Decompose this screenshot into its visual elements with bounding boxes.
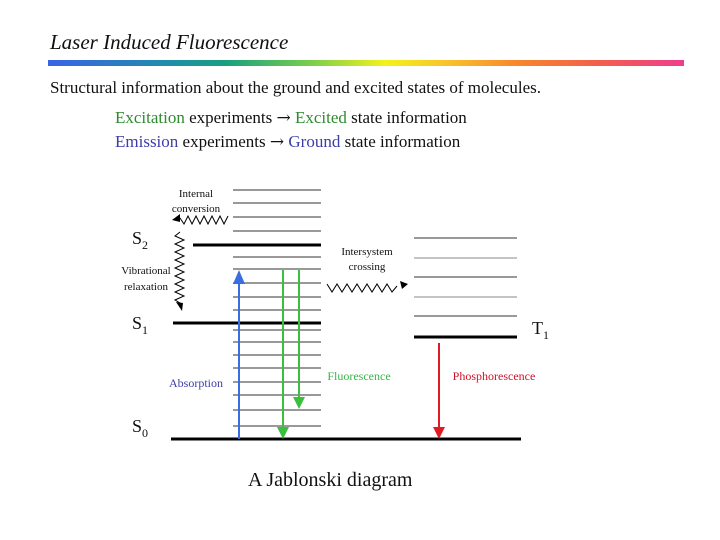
fluorescence-label: Fluorescence <box>327 369 390 383</box>
right-arrow-icon: → <box>269 132 285 152</box>
s1-upper-vibrational-levels <box>233 256 321 311</box>
internal-conversion-squiggle <box>179 214 229 226</box>
excitation-line: Excitation experiments → Excited state i… <box>115 108 467 128</box>
intersystem-crossing-squiggle <box>326 283 398 293</box>
excitation-term: Excitation <box>115 108 185 127</box>
s0-label: S0 <box>132 416 148 440</box>
excitation-target: Excited <box>294 108 347 127</box>
fluorescence-arrowhead-short-icon <box>293 397 305 409</box>
intersystem-crossing-arrowhead-icon <box>400 281 408 289</box>
diagram-caption: A Jablonski diagram <box>248 469 413 491</box>
internal-conversion-label-2: conversion <box>172 203 221 215</box>
internal-conversion-arrowhead-icon <box>172 214 180 222</box>
emission-target: Ground <box>288 132 341 151</box>
emission-line: Emission experiments → Ground state info… <box>115 132 460 152</box>
intersystem-crossing-label-2: crossing <box>349 261 386 273</box>
internal-conversion-label-1: Internal <box>179 188 213 200</box>
right-arrow-icon: → <box>276 108 291 128</box>
emission-rest: state information <box>340 132 461 151</box>
phosphorescence-label: Phosphorescence <box>453 369 536 383</box>
vibrational-relaxation-arrowhead-icon <box>176 302 183 311</box>
vibrational-relaxation-label-1: Vibrational <box>121 265 170 277</box>
slide-subtitle: Structural information about the ground … <box>50 78 541 97</box>
t1-label: T1 <box>532 318 549 342</box>
s2-label: S2 <box>132 228 148 252</box>
absorption-arrowhead-icon <box>233 270 245 284</box>
t1-vibrational-levels <box>414 237 517 317</box>
excitation-rest: state information <box>346 108 467 127</box>
excitation-middle: experiments <box>184 108 277 127</box>
slide-title: Laser Induced Fluorescence <box>50 30 289 54</box>
vibrational-relaxation-label-2: relaxation <box>124 281 168 293</box>
emission-term: Emission <box>115 132 179 151</box>
fluorescence-arrowhead-long-icon <box>277 427 289 439</box>
rainbow-divider <box>48 60 684 66</box>
s1-label: S1 <box>132 313 148 337</box>
intersystem-crossing-label-1: Intersystem <box>341 246 393 258</box>
s2-vibrational-levels <box>233 189 321 232</box>
vibrational-relaxation-squiggle <box>173 231 186 304</box>
emission-middle: experiments <box>178 132 270 151</box>
s0-vibrational-levels <box>233 329 321 427</box>
absorption-label: Absorption <box>169 376 223 390</box>
phosphorescence-arrowhead-icon <box>433 427 445 439</box>
